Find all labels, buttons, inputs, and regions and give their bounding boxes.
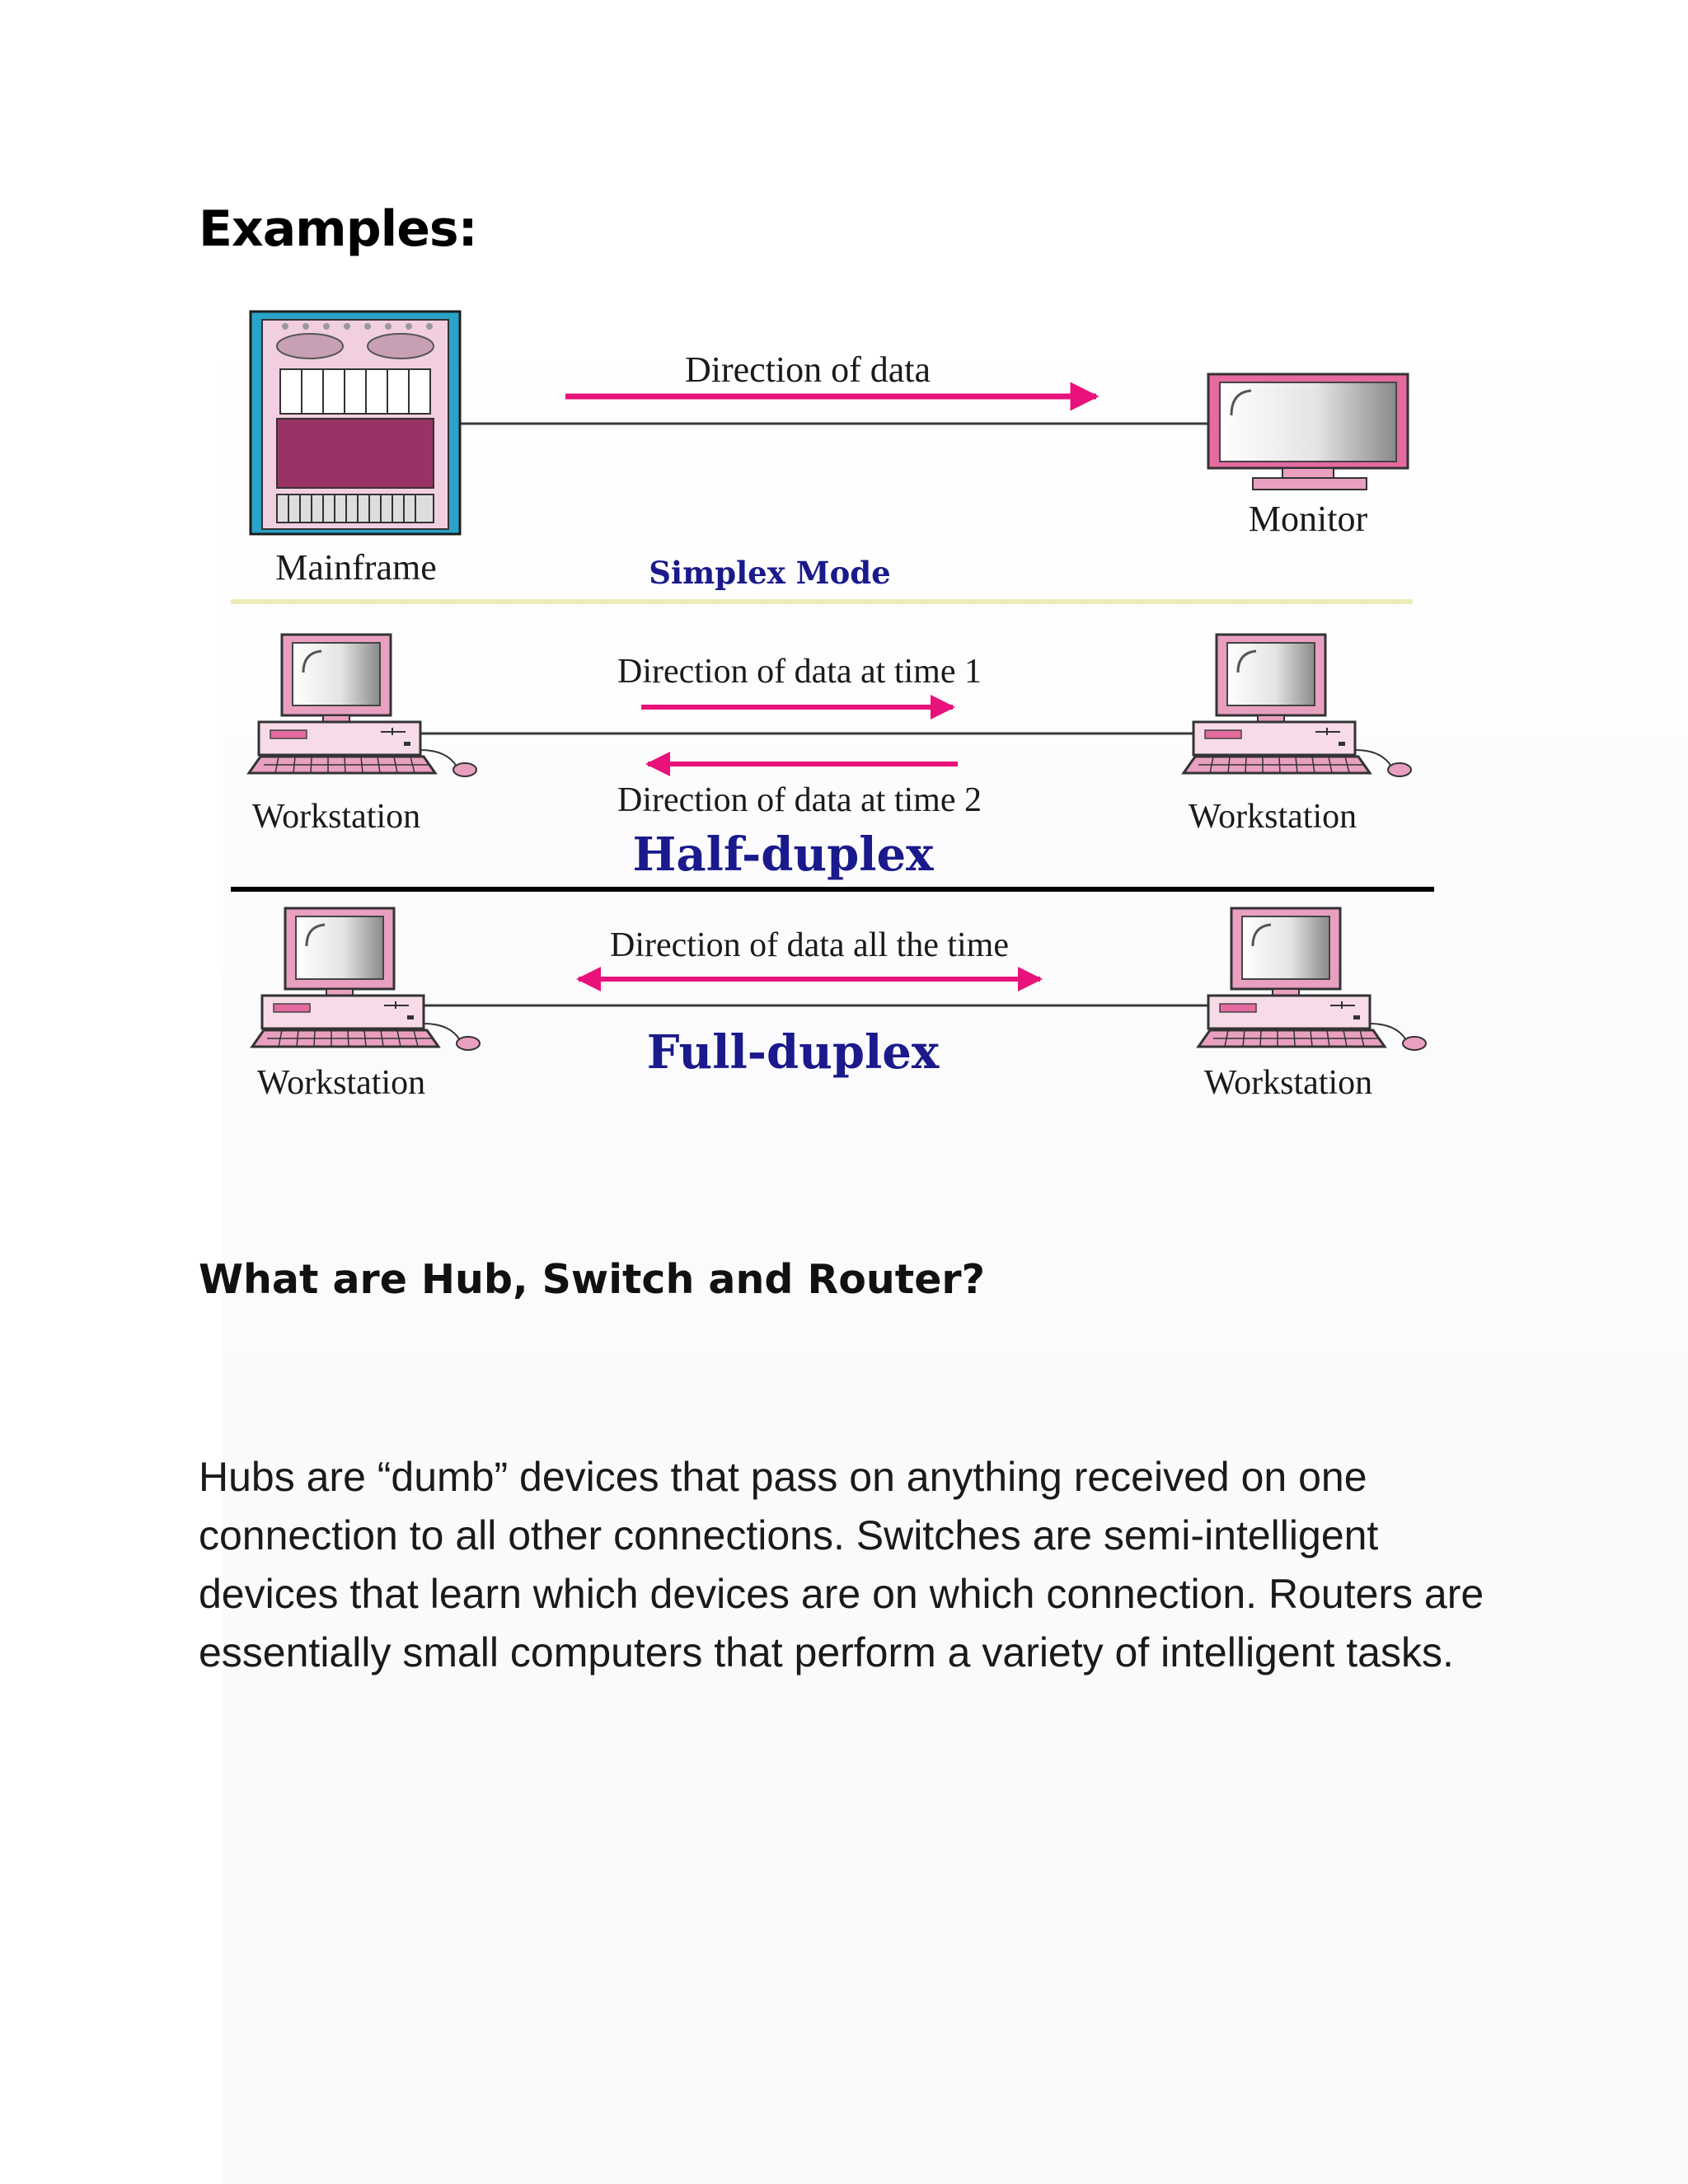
half-duplex-direction-label-1: Direction of data at time 1	[617, 653, 982, 691]
monitor-icon	[1208, 374, 1408, 490]
mainframe-icon	[251, 312, 460, 534]
half-duplex-mode-title: Half-duplex	[632, 827, 934, 882]
workstation-icon	[252, 908, 480, 1050]
full-duplex-mode-title: Full-duplex	[647, 1025, 940, 1080]
workstation-icon	[1184, 635, 1411, 776]
simplex-mode-title: Simplex Mode	[649, 555, 890, 591]
simplex-direction-label: Direction of data	[685, 349, 931, 390]
workstation-icon	[249, 635, 476, 776]
hub-switch-router-paragraph: Hubs are “dumb” devices that pass on any…	[199, 1448, 1517, 1682]
mainframe-label: Mainframe	[275, 547, 436, 588]
full-duplex-direction-label: Direction of data all the time	[610, 926, 1009, 964]
section-heading: What are Hub, Switch and Router?	[199, 1259, 985, 1300]
full-duplex-left-label: Workstation	[257, 1064, 425, 1102]
half-duplex-direction-label-2: Direction of data at time 2	[617, 781, 982, 819]
monitor-label: Monitor	[1249, 499, 1368, 539]
half-duplex-left-label: Workstation	[252, 798, 420, 836]
transmission-modes-diagram: Direction of data Mainf	[0, 0, 1688, 1154]
half-duplex-right-label: Workstation	[1189, 798, 1357, 836]
full-duplex-right-label: Workstation	[1204, 1064, 1372, 1102]
workstation-icon	[1198, 908, 1426, 1050]
